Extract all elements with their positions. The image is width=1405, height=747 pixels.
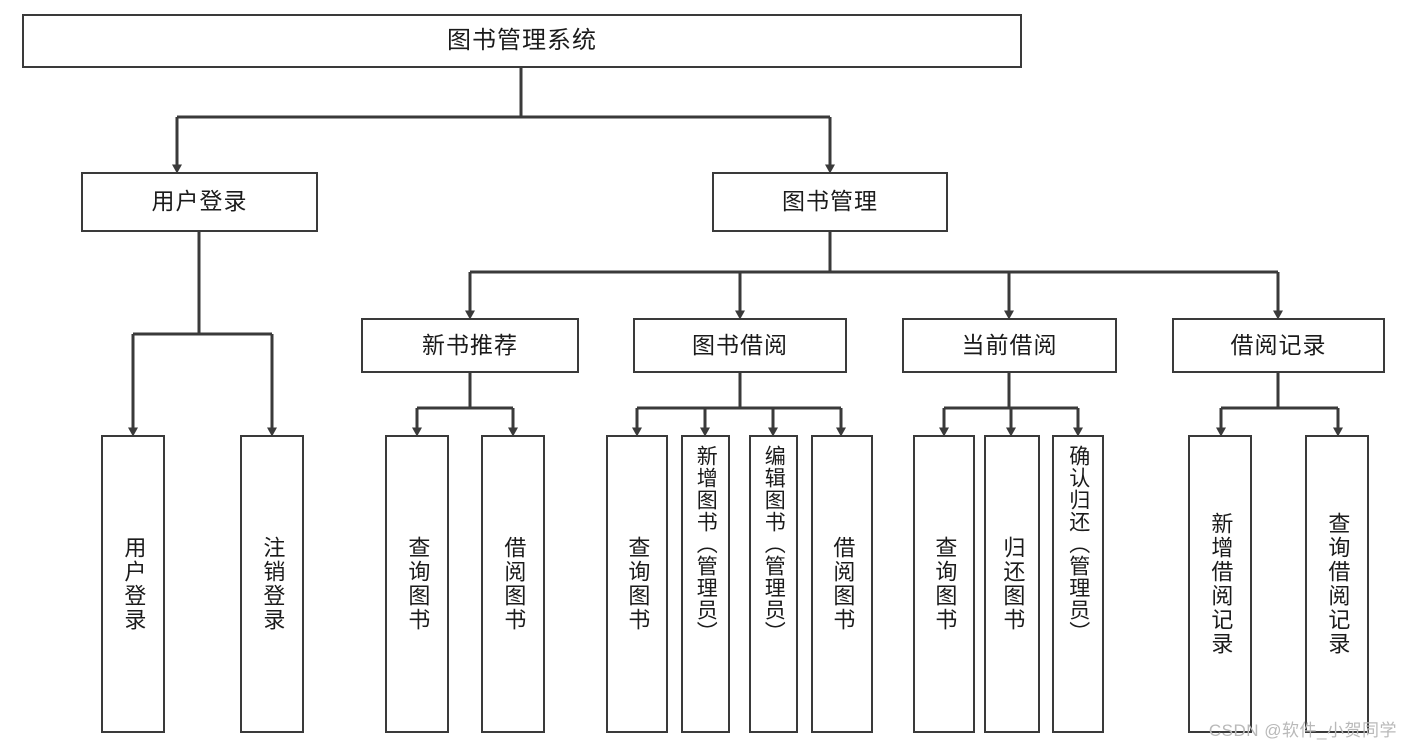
node-current-borrow-label: 当前借阅	[961, 331, 1058, 358]
leaf-edit-book-admin[interactable]: 编辑图书（管理员）	[749, 435, 798, 733]
leaf-add-borrow-record[interactable]: 新增借阅记录	[1188, 435, 1252, 733]
leaf-query-book-label: 查询图书	[625, 536, 651, 632]
node-borrow-record-label: 借阅记录	[1230, 331, 1327, 358]
leaf-query-book-new-label: 查询图书	[405, 536, 431, 632]
leaf-borrow-book[interactable]: 借阅图书	[811, 435, 873, 733]
node-book-borrow[interactable]: 图书借阅	[633, 318, 847, 373]
node-root[interactable]: 图书管理系统	[22, 14, 1022, 68]
node-new-book-recommend-label: 新书推荐	[422, 331, 518, 358]
leaf-user-logout-label: 注销登录	[260, 536, 286, 632]
leaf-user-logout[interactable]: 注销登录	[240, 435, 304, 733]
leaf-add-book-admin-label: 新增图书（管理员）	[694, 445, 718, 643]
leaf-confirm-return-admin-label: 确认归还（管理员）	[1066, 445, 1090, 643]
node-new-book-recommend[interactable]: 新书推荐	[361, 318, 579, 373]
leaf-query-borrow-record-label: 查询借阅记录	[1325, 512, 1351, 656]
leaf-borrow-book-new-label: 借阅图书	[501, 536, 527, 632]
leaf-confirm-return-admin[interactable]: 确认归还（管理员）	[1052, 435, 1104, 733]
leaf-query-borrow-record[interactable]: 查询借阅记录	[1305, 435, 1369, 733]
leaf-return-book[interactable]: 归还图书	[984, 435, 1040, 733]
node-root-label: 图书管理系统	[447, 26, 597, 54]
node-current-borrow[interactable]: 当前借阅	[902, 318, 1117, 373]
leaf-query-book[interactable]: 查询图书	[606, 435, 668, 733]
leaf-add-book-admin[interactable]: 新增图书（管理员）	[681, 435, 730, 733]
node-book-management[interactable]: 图书管理	[712, 172, 948, 232]
leaf-query-book-current[interactable]: 查询图书	[913, 435, 975, 733]
leaf-borrow-book-label: 借阅图书	[830, 536, 856, 632]
leaf-user-login-label: 用户登录	[121, 536, 147, 632]
node-book-management-label: 图书管理	[782, 188, 878, 215]
node-book-borrow-label: 图书借阅	[692, 331, 788, 358]
csdn-watermark: CSDN @软件_小贺同学	[1208, 721, 1397, 740]
node-borrow-record[interactable]: 借阅记录	[1172, 318, 1385, 373]
leaf-edit-book-admin-label: 编辑图书（管理员）	[762, 445, 786, 643]
node-user-login-label: 用户登录	[151, 188, 248, 215]
leaf-borrow-book-new[interactable]: 借阅图书	[481, 435, 545, 733]
leaf-query-book-new[interactable]: 查询图书	[385, 435, 449, 733]
leaf-return-book-label: 归还图书	[1000, 536, 1026, 632]
leaf-query-book-current-label: 查询图书	[932, 536, 958, 632]
node-user-login[interactable]: 用户登录	[81, 172, 318, 232]
leaf-user-login[interactable]: 用户登录	[101, 435, 165, 733]
leaf-add-borrow-record-label: 新增借阅记录	[1208, 512, 1234, 656]
